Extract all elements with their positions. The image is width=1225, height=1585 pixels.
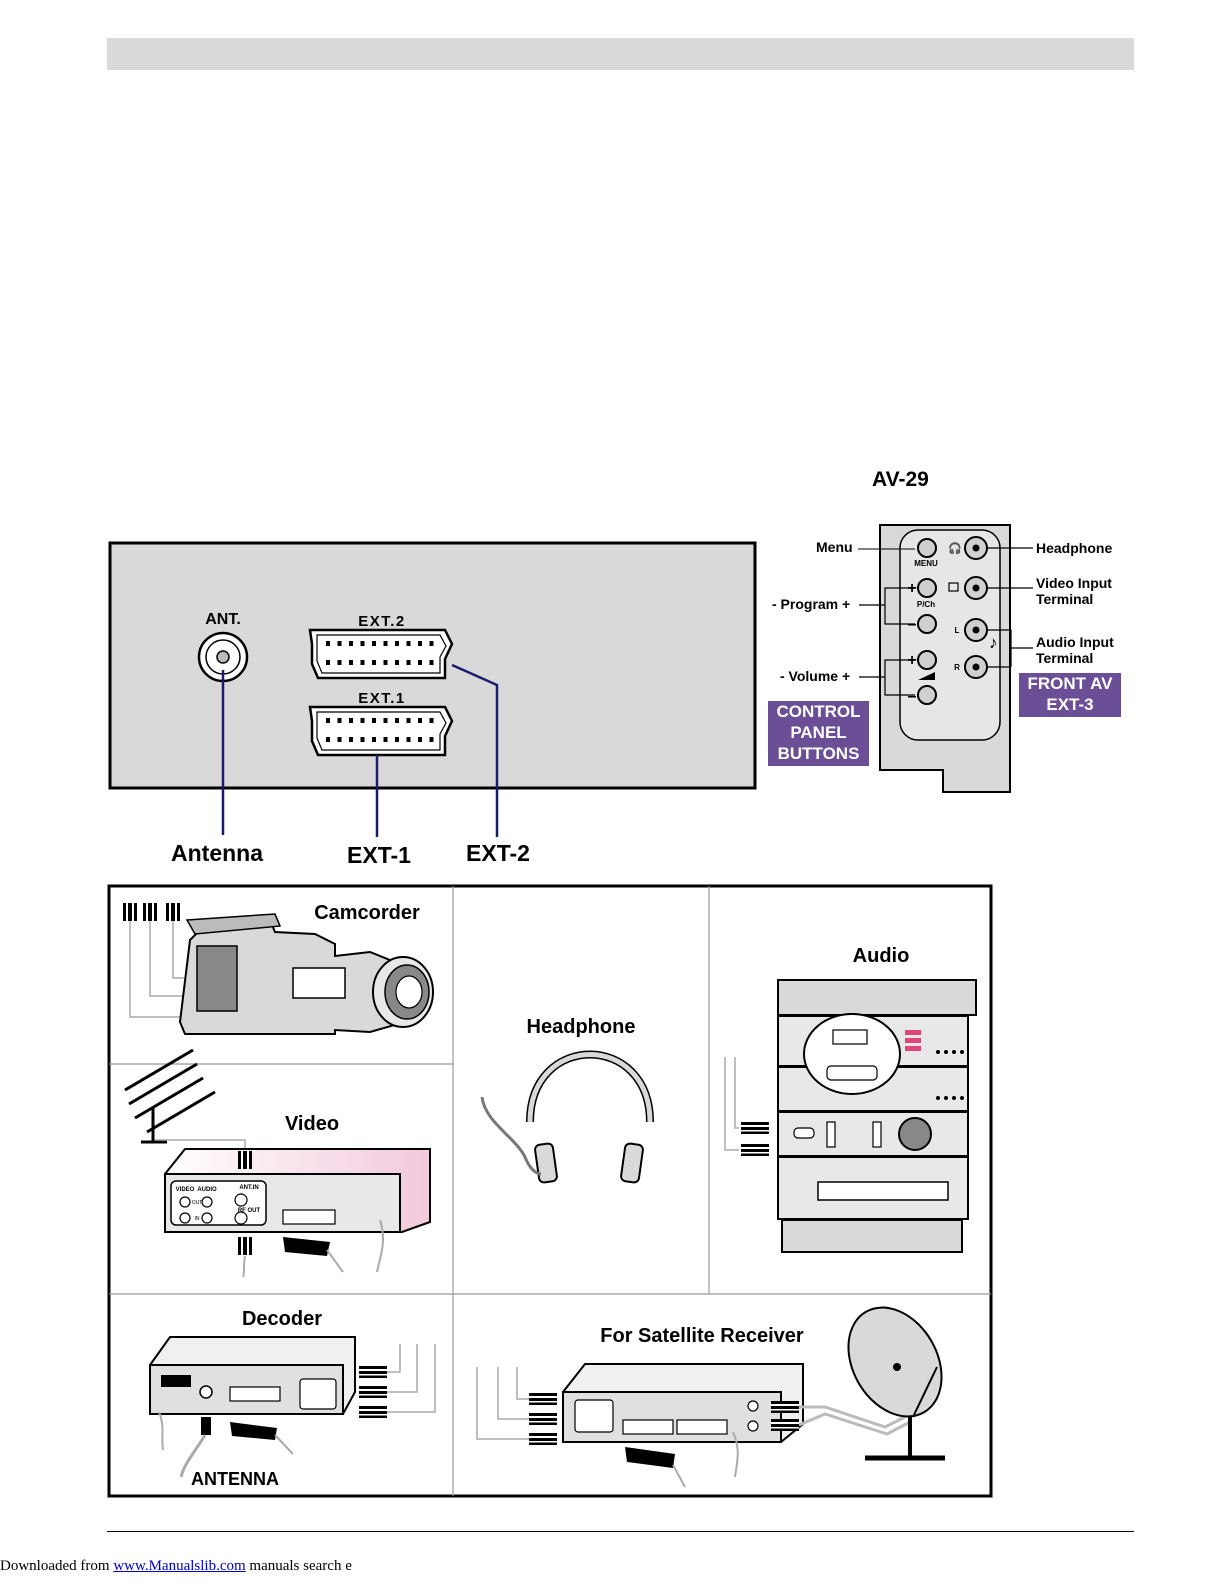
scart-pin	[372, 641, 376, 646]
scart-pin	[349, 737, 353, 742]
footer-suffix: manuals search e	[245, 1558, 352, 1574]
model-title: AV-29	[872, 468, 929, 491]
ant-label: ANT.	[205, 611, 241, 628]
scart-pin	[372, 660, 376, 665]
scart-pin	[360, 718, 365, 723]
scart-pin	[383, 641, 388, 646]
scart-pin	[429, 737, 434, 742]
scart-pin	[337, 718, 342, 723]
volume-plus-button[interactable]	[917, 650, 937, 670]
video-label: Video	[285, 1113, 339, 1135]
decoder-label: Decoder	[242, 1308, 322, 1330]
audio-note-icon: ♪	[989, 633, 998, 652]
scart-pin	[406, 641, 411, 646]
scart-pin	[326, 641, 330, 646]
svg-text:ANT.IN: ANT.IN	[239, 1185, 258, 1191]
audio-system-illustration	[724, 979, 977, 1253]
program-plus-button[interactable]	[917, 578, 937, 598]
scart-pin	[406, 737, 411, 742]
scart-pin	[372, 737, 376, 742]
scart-pin	[360, 660, 365, 665]
scart-pin	[337, 641, 342, 646]
scart-pin	[395, 660, 399, 665]
satellite-label: For Satellite Receiver	[600, 1325, 804, 1347]
program-label: - Program +	[772, 596, 851, 612]
satellite-receiver-illustration	[476, 1306, 945, 1488]
scart-pin	[429, 660, 434, 665]
scart-pin	[429, 718, 434, 723]
scart-pin	[360, 737, 365, 742]
header-bar	[107, 38, 1134, 70]
scart-pin	[349, 718, 353, 723]
video-input-icon	[948, 582, 959, 592]
camcorder-illustration	[123, 903, 434, 1035]
footer-prefix: Downloaded from	[0, 1558, 114, 1574]
callout-antenna: Antenna	[171, 840, 263, 866]
audio-label: Audio	[853, 945, 910, 967]
scart-pin	[418, 718, 422, 723]
scart-pin	[406, 660, 411, 665]
scart-pin	[326, 718, 330, 723]
program-minus-button[interactable]	[917, 614, 937, 634]
side-panel-diagram: MENU P/Ch + – + – L R 🎧 ♪	[858, 524, 1033, 793]
scart-pin	[360, 641, 365, 646]
rear-panel-diagram: ANT. EXT.2 EXT.1 Antenna EXT-1 EXT-2	[108, 541, 757, 868]
svg-text:AUDIO: AUDIO	[197, 1187, 217, 1193]
callout-ext1: EXT-1	[347, 842, 411, 868]
scart-pin	[418, 737, 422, 742]
scart-pin	[326, 660, 330, 665]
svg-text:–: –	[908, 688, 917, 705]
footer-rule	[107, 1531, 1134, 1532]
svg-text:R: R	[954, 663, 960, 672]
svg-text:IN: IN	[195, 1216, 200, 1222]
svg-text:OUT: OUT	[192, 1200, 203, 1206]
scart-pin	[395, 641, 399, 646]
ext2-label: EXT.2	[358, 613, 406, 630]
headphone-label: Headphone	[1036, 540, 1113, 556]
footer: Downloaded from www.Manualslib.com manua…	[0, 1558, 352, 1575]
headphone-device-label: Headphone	[527, 1016, 636, 1038]
scart-pin	[337, 737, 342, 742]
headphone-icon: 🎧	[948, 542, 962, 555]
volume-label: - Volume +	[780, 668, 851, 684]
svg-text:MENU: MENU	[914, 559, 938, 568]
volume-ramp-icon	[918, 672, 935, 680]
scart-pin	[349, 641, 353, 646]
manualslib-link[interactable]: www.Manualslib.com	[113, 1558, 246, 1574]
scart-pin	[383, 737, 388, 742]
scart-pin	[395, 718, 399, 723]
scart-pin	[337, 660, 342, 665]
antenna-device-label: ANTENNA	[191, 1469, 279, 1489]
scart-pin	[349, 660, 353, 665]
svg-text:L: L	[955, 626, 960, 635]
svg-text:P/Ch: P/Ch	[917, 600, 935, 609]
ext1-scart-socket	[308, 705, 454, 757]
svg-text:VIDEO: VIDEO	[176, 1187, 195, 1193]
scart-pin	[406, 718, 411, 723]
scart-pin	[383, 660, 388, 665]
scart-pin	[383, 718, 388, 723]
decoder-illustration	[149, 1336, 436, 1478]
ext1-label: EXT.1	[358, 690, 406, 707]
headphone-illustration	[480, 1050, 654, 1184]
scart-pin	[395, 737, 399, 742]
volume-minus-button[interactable]	[917, 685, 937, 705]
scart-pin	[418, 660, 422, 665]
scart-pin	[418, 641, 422, 646]
scart-pin	[372, 718, 376, 723]
video-recorder-illustration: VIDEO AUDIO OUT IN ANT.IN RF OUT	[124, 1048, 431, 1278]
camcorder-label: Camcorder	[314, 902, 420, 924]
menu-label: Menu	[816, 539, 853, 555]
devices-diagram: Camcorder Headphone Audio	[107, 884, 993, 1498]
menu-button[interactable]	[917, 538, 937, 558]
callout-ext2: EXT-2	[466, 840, 530, 866]
scart-pin	[429, 641, 434, 646]
svg-text:RF OUT: RF OUT	[238, 1208, 261, 1214]
ext2-scart-socket	[308, 628, 454, 680]
scart-pin	[326, 737, 330, 742]
